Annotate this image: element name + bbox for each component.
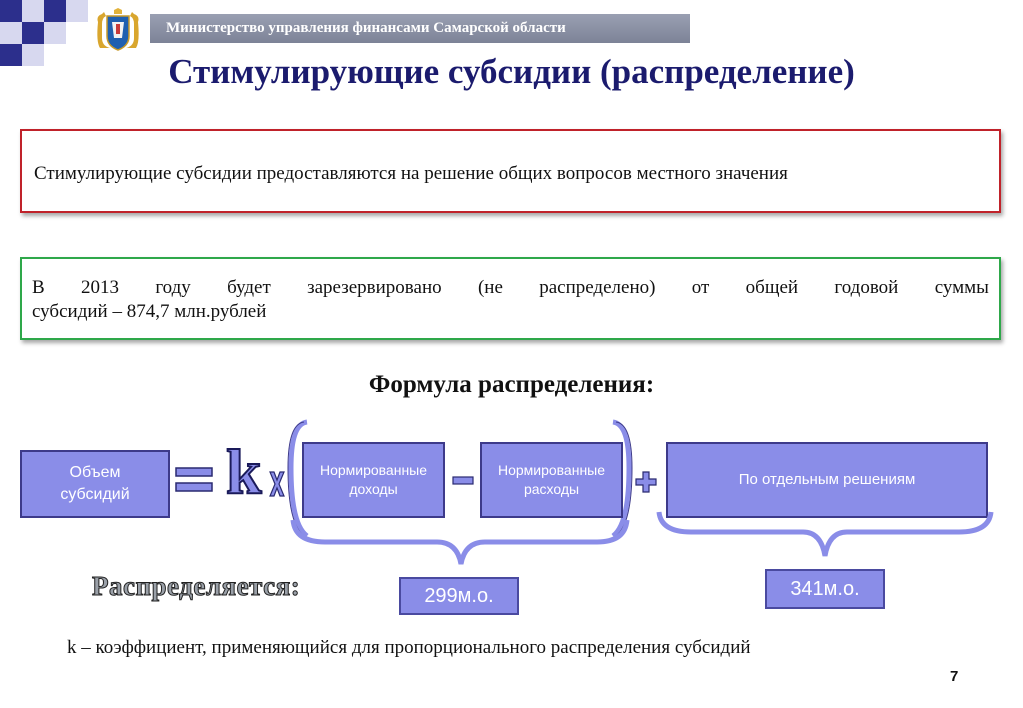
volume-box: Объем субсидий (20, 450, 170, 518)
minus-icon (452, 476, 474, 485)
formula-title: Формула распределения: (368, 371, 655, 398)
green-box-line1: В 2013 году будет зарезервировано (не ра… (32, 277, 989, 299)
word: от (691, 277, 710, 298)
green-box-line2: субсидий – 874,7 млн.рублей (32, 301, 267, 322)
word: зарезервировано (307, 277, 442, 298)
word: суммы (934, 277, 989, 298)
word: (не (477, 277, 503, 298)
footnote: k – коэффициент, применяющийся для пропо… (67, 637, 751, 658)
page-number: 7 (950, 668, 959, 685)
times-icon (269, 471, 285, 497)
value-left-box: 299м.о. (399, 577, 519, 615)
value-right-box: 341м.о. (765, 569, 885, 609)
red-box-text: Стимулирующие субсидии предоставляются н… (34, 163, 788, 184)
separate-decisions-box: По отдельным решениям (666, 442, 988, 518)
k-coefficient: k (225, 436, 263, 507)
bracket-group (287, 419, 633, 565)
coat-of-arms-icon (97, 8, 139, 51)
brace-right (656, 511, 994, 557)
word: годовой (834, 277, 899, 298)
distributed-label: Распределяется: (91, 571, 301, 602)
plus-icon (635, 471, 657, 493)
word: В (32, 277, 45, 298)
income-box: Нормированные доходы (302, 442, 445, 518)
word: распределено) (539, 277, 656, 298)
word: будет (227, 277, 271, 298)
equals-icon (175, 467, 213, 492)
word: общей (745, 277, 799, 298)
expenses-box: Нормированные расходы (480, 442, 623, 518)
info-box-red: Стимулирующие субсидии предоставляются н… (20, 129, 1001, 213)
word: 2013 (81, 277, 120, 298)
word: году (155, 277, 191, 298)
ministry-header: Министерство управления финансами Самарс… (150, 14, 690, 43)
info-box-green: В 2013 году будет зарезервировано (не ра… (20, 257, 1001, 340)
page-title: Стимулирующие субсидии (распределение) (168, 52, 855, 91)
